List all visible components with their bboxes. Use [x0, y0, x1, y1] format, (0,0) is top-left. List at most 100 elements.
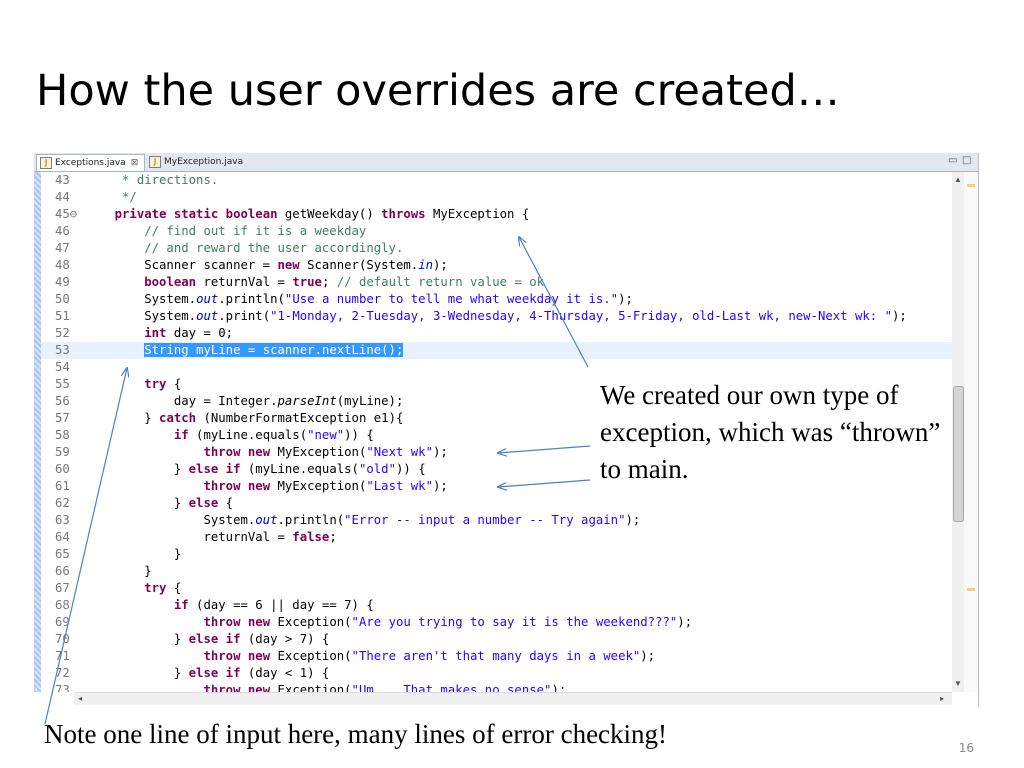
line-number: 70 [55, 632, 70, 646]
code-token: ; [329, 530, 337, 544]
code-text[interactable]: System.out.print("1-Monday, 2-Tuesday, 3… [85, 308, 907, 325]
code-line[interactable]: 67 try { [41, 580, 952, 597]
code-line[interactable]: 71 throw new Exception("There aren't tha… [41, 648, 952, 665]
code-line[interactable]: 70 } else if (day > 7) { [41, 631, 952, 648]
code-text[interactable]: } catch (NumberFormatException e1){ [85, 410, 403, 427]
code-text[interactable]: throw new Exception("There aren't that m… [85, 648, 655, 665]
code-line[interactable]: 53 String myLine = scanner.nextLine(); [41, 342, 952, 359]
code-token: ); [433, 445, 448, 459]
code-line[interactable]: 65 } [41, 546, 952, 563]
code-text[interactable]: int day = 0; [85, 325, 233, 342]
code-token: Exception( [270, 615, 352, 629]
code-text[interactable]: */ [85, 189, 137, 206]
ruler-marker[interactable] [967, 184, 975, 187]
code-text[interactable]: if (myLine.equals("new")) { [85, 427, 374, 444]
code-token: catch [159, 411, 197, 425]
code-text[interactable]: } else if (myLine.equals("old")) { [85, 461, 426, 478]
close-icon[interactable]: ⊠ [130, 158, 139, 168]
overview-ruler[interactable] [964, 172, 978, 692]
code-token: else if [188, 666, 241, 680]
code-line[interactable]: 63 System.out.println("Error -- input a … [41, 512, 952, 529]
code-line[interactable]: 61 throw new MyException("Last wk"); [41, 478, 952, 495]
horizontal-scrollbar[interactable]: ◂ ▸ [74, 692, 952, 705]
code-area[interactable]: 43 * directions.44 */45⊖ private static … [41, 172, 952, 692]
code-line[interactable]: 68 if (day == 6 || day == 7) { [41, 597, 952, 614]
line-number: 50 [55, 292, 70, 306]
maximize-icon[interactable]: □ [962, 155, 972, 166]
vertical-scrollbar[interactable]: ▲ ▼ [952, 172, 964, 692]
scroll-right-icon[interactable]: ▸ [940, 694, 945, 703]
code-text[interactable]: throw new MyException("Last wk"); [85, 478, 447, 495]
line-number: 66 [55, 564, 70, 578]
code-line[interactable]: 47 // and reward the user accordingly. [41, 240, 952, 257]
code-text[interactable]: System.out.println("Use a number to tell… [85, 291, 633, 308]
code-line[interactable]: 46 // find out if it is a weekday [41, 223, 952, 240]
code-line[interactable]: 72 } else if (day < 1) { [41, 665, 952, 682]
scroll-down-icon[interactable]: ▼ [954, 679, 962, 688]
code-text[interactable]: try { [85, 580, 181, 597]
java-file-icon: J [149, 155, 161, 168]
code-text[interactable]: System.out.println("Error -- input a num… [85, 512, 640, 529]
code-line[interactable]: 52 int day = 0; [41, 325, 952, 342]
code-text[interactable]: boolean returnVal = true; // default ret… [85, 274, 544, 291]
code-text[interactable]: if (day == 6 || day == 7) { [85, 597, 374, 614]
code-token [85, 326, 144, 340]
code-text[interactable]: } [85, 563, 151, 580]
code-text[interactable]: // find out if it is a weekday [85, 223, 366, 240]
code-line[interactable]: 64 returnVal = false; [41, 529, 952, 546]
code-line[interactable]: 45⊖ private static boolean getWeekday() … [41, 206, 952, 223]
code-text[interactable]: returnVal = false; [85, 529, 337, 546]
code-text[interactable]: } else { [85, 495, 233, 512]
code-token: returnVal = [196, 275, 293, 289]
code-text[interactable]: } else if (day < 1) { [85, 665, 330, 682]
code-line[interactable]: 49 boolean returnVal = true; // default … [41, 274, 952, 291]
code-text[interactable]: Scanner scanner = new Scanner(System.in)… [85, 257, 448, 274]
line-number: 64 [55, 530, 70, 544]
code-token: if [173, 598, 189, 612]
code-text[interactable]: day = Integer.parseInt(myLine); [85, 393, 404, 410]
code-text[interactable]: } [85, 546, 181, 563]
code-text[interactable]: // and reward the user accordingly. [85, 240, 403, 257]
code-token: .println( [277, 513, 345, 527]
code-line[interactable]: 73 throw new Exception("Um... That makes… [41, 682, 952, 692]
code-line[interactable]: 43 * directions. [41, 172, 952, 189]
code-line[interactable]: 69 throw new Exception("Are you trying t… [41, 614, 952, 631]
code-text[interactable]: try { [85, 376, 181, 393]
code-token: Scanner scanner = [85, 258, 278, 272]
scrollbar-thumb[interactable] [953, 386, 964, 522]
code-line[interactable]: 48 Scanner scanner = new Scanner(System.… [41, 257, 952, 274]
minimize-icon[interactable]: ▭ [948, 155, 958, 166]
code-text[interactable]: throw new MyException("Next wk"); [85, 444, 448, 461]
code-text[interactable]: * directions. [85, 172, 218, 189]
code-line[interactable]: 59 throw new MyException("Next wk"); [41, 444, 952, 461]
code-line[interactable]: 44 */ [41, 189, 952, 206]
line-number: 54 [55, 360, 70, 374]
line-number: 53 [55, 343, 70, 357]
code-token [85, 377, 144, 391]
code-token: getWeekday() [277, 207, 382, 221]
code-line[interactable]: 50 System.out.println("Use a number to t… [41, 291, 952, 308]
scroll-left-icon[interactable]: ◂ [78, 694, 83, 703]
scroll-up-icon[interactable]: ▲ [954, 175, 962, 184]
line-number: 68 [55, 598, 70, 612]
code-text[interactable]: throw new Exception("Um... That makes no… [85, 682, 566, 692]
code-line[interactable]: 56 day = Integer.parseInt(myLine); [41, 393, 952, 410]
callout-text: We created our own type of exception, wh… [600, 380, 941, 484]
line-number: 69 [55, 615, 70, 629]
code-text[interactable]: String myLine = scanner.nextLine(); [85, 342, 404, 359]
code-line[interactable]: 66 } [41, 563, 952, 580]
code-line[interactable]: 54 [41, 359, 952, 376]
code-token: "There aren't that many days in a week" [351, 649, 641, 663]
code-line[interactable]: 62 } else { [41, 495, 952, 512]
code-token: ); [625, 513, 641, 527]
code-token: MyException( [270, 479, 367, 493]
tab-label: Exceptions.java [55, 158, 126, 168]
ruler-marker[interactable] [967, 588, 975, 591]
code-text[interactable]: private static boolean getWeekday() thro… [85, 206, 530, 223]
code-line[interactable]: 51 System.out.print("1-Monday, 2-Tuesday… [41, 308, 952, 325]
code-text[interactable]: } else if (day > 7) { [85, 631, 330, 648]
code-text[interactable]: throw new Exception("Are you trying to s… [85, 614, 692, 631]
